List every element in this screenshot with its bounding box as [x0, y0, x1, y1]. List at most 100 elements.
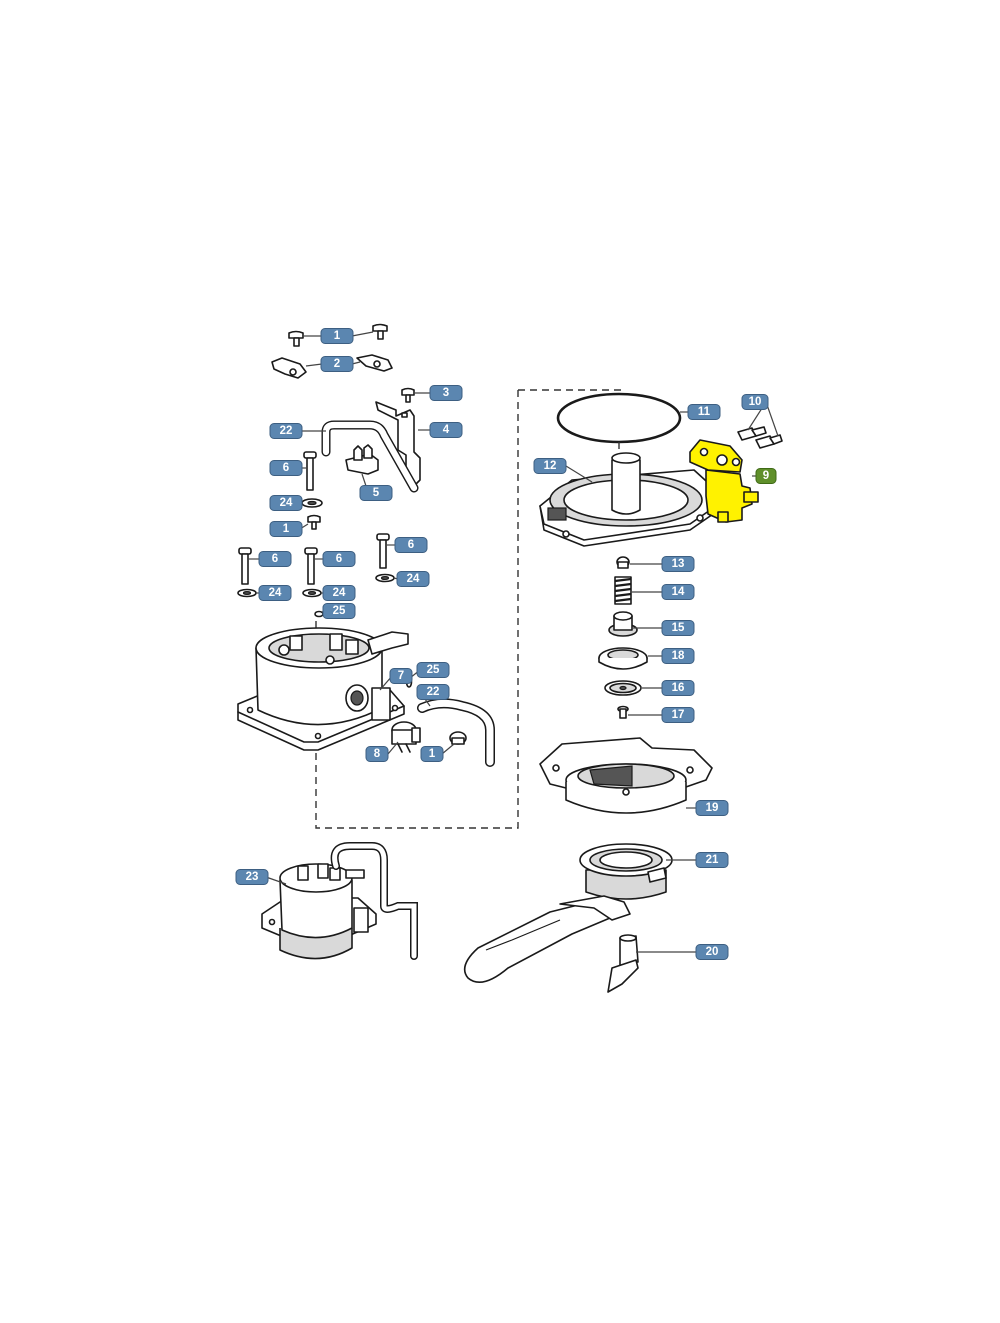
- part-solenoid-9-highlighted: [689, 439, 759, 523]
- callout-2-clips: 2: [320, 356, 354, 372]
- part-portafilter-21: [463, 843, 673, 984]
- callout-22-hose-top: 22: [269, 423, 303, 439]
- callout-8-thermostat: 8: [365, 746, 389, 762]
- part-valve-15: [608, 611, 638, 637]
- svg-text:1: 1: [334, 330, 341, 342]
- svg-text:25: 25: [427, 664, 440, 676]
- part-clips: [271, 354, 393, 379]
- part-thermostat-8: [391, 721, 421, 753]
- callout-24-washer-c: 24: [322, 585, 356, 601]
- part-bracket: [375, 401, 421, 487]
- callout-9-solenoid-highlighted: 9: [755, 468, 777, 484]
- part-bolt-6a: [303, 451, 317, 491]
- callout-6-bolt-d: 6: [394, 537, 428, 553]
- svg-text:18: 18: [672, 650, 685, 662]
- svg-text:24: 24: [333, 587, 346, 599]
- svg-text:1: 1: [429, 748, 436, 760]
- callout-3-screw: 3: [429, 385, 463, 401]
- callout-24-washer-a: 24: [269, 495, 303, 511]
- svg-text:6: 6: [272, 553, 278, 565]
- part-connector-5: [345, 444, 379, 475]
- svg-text:5: 5: [373, 487, 380, 499]
- svg-text:22: 22: [280, 425, 293, 437]
- part-bolt-6d: [376, 533, 390, 569]
- svg-text:1: 1: [283, 523, 290, 535]
- callout-13-valve-cap: 13: [661, 556, 695, 572]
- callout-14-spring: 14: [661, 584, 695, 600]
- part-gasket-11: [556, 392, 682, 455]
- callout-23-boiler-assembly: 23: [235, 869, 269, 885]
- callout-6-bolt-a: 6: [269, 460, 303, 476]
- svg-text:3: 3: [443, 387, 449, 399]
- callout-11-gasket: 11: [687, 404, 721, 420]
- svg-text:21: 21: [706, 854, 719, 866]
- svg-text:7: 7: [398, 670, 404, 682]
- part-spring-14: [614, 576, 632, 605]
- part-screws-10: [737, 426, 783, 449]
- callout-25-oring-b: 25: [416, 662, 450, 678]
- part-hose-22-bottom: [417, 698, 495, 767]
- part-screw-17: [617, 705, 629, 719]
- callout-18-gasket: 18: [661, 648, 695, 664]
- callout-1-cap: 1: [420, 746, 444, 762]
- part-boiler-assembly-23: [261, 842, 418, 960]
- part-grouphead-12: [539, 452, 717, 547]
- svg-text:6: 6: [408, 539, 414, 551]
- svg-text:2: 2: [334, 358, 340, 370]
- svg-text:14: 14: [672, 586, 685, 598]
- part-bolt-6b: [238, 547, 252, 585]
- callout-1-screws-top: 1: [320, 328, 354, 344]
- part-screw-top: [288, 323, 388, 347]
- part-boiler-7: [237, 627, 409, 751]
- callout-12-grouphead: 12: [533, 458, 567, 474]
- callout-20-spout: 20: [695, 944, 729, 960]
- callout-17-screw: 17: [661, 707, 695, 723]
- part-brewhead-19: [539, 737, 713, 814]
- part-washer-24a: [301, 498, 323, 508]
- callout-1-screw-b: 1: [269, 521, 303, 537]
- callout-19-brewhead: 19: [695, 800, 729, 816]
- callout-16-shower-screen: 16: [661, 680, 695, 696]
- part-valve-cap-13: [616, 556, 630, 569]
- svg-text:8: 8: [374, 748, 381, 760]
- svg-text:16: 16: [672, 682, 685, 694]
- svg-text:24: 24: [269, 587, 282, 599]
- svg-text:17: 17: [672, 709, 685, 721]
- callout-4-bracket: 4: [429, 422, 463, 438]
- part-washer-24b: [237, 588, 257, 598]
- part-bolt-6c: [304, 547, 318, 585]
- part-screw-1b: [307, 514, 321, 530]
- svg-text:24: 24: [280, 497, 293, 509]
- part-washer-24d: [375, 573, 395, 583]
- svg-text:13: 13: [672, 558, 685, 570]
- callout-6-bolt-b: 6: [258, 551, 292, 567]
- svg-text:22: 22: [427, 686, 440, 698]
- svg-text:25: 25: [333, 605, 346, 617]
- svg-text:15: 15: [672, 622, 685, 634]
- part-oring-25a: [314, 610, 324, 618]
- callout-24-washer-d: 24: [396, 571, 430, 587]
- svg-text:24: 24: [407, 573, 420, 585]
- callout-10-screws: 10: [741, 394, 769, 410]
- part-screw-3: [401, 387, 415, 403]
- svg-text:11: 11: [698, 406, 711, 418]
- part-gasket-18: [598, 647, 648, 670]
- callout-5-connector: 5: [359, 485, 393, 501]
- svg-text:20: 20: [706, 946, 719, 958]
- part-spout-20: [607, 934, 639, 993]
- callout-21-portafilter: 21: [695, 852, 729, 868]
- svg-text:23: 23: [246, 871, 259, 883]
- callout-24-washer-b: 24: [258, 585, 292, 601]
- svg-text:10: 10: [749, 396, 762, 408]
- part-shower-screen-16: [604, 680, 642, 696]
- svg-text:12: 12: [544, 460, 557, 472]
- callout-7-boiler: 7: [389, 668, 413, 684]
- callout-25-oring-a: 25: [322, 603, 356, 619]
- callout-6-bolt-c: 6: [322, 551, 356, 567]
- svg-text:6: 6: [336, 553, 342, 565]
- callout-22-hose-bottom: 22: [416, 684, 450, 700]
- svg-text:9: 9: [763, 470, 769, 482]
- part-cap-1c: [449, 731, 467, 745]
- part-hose-22-top: [321, 420, 419, 493]
